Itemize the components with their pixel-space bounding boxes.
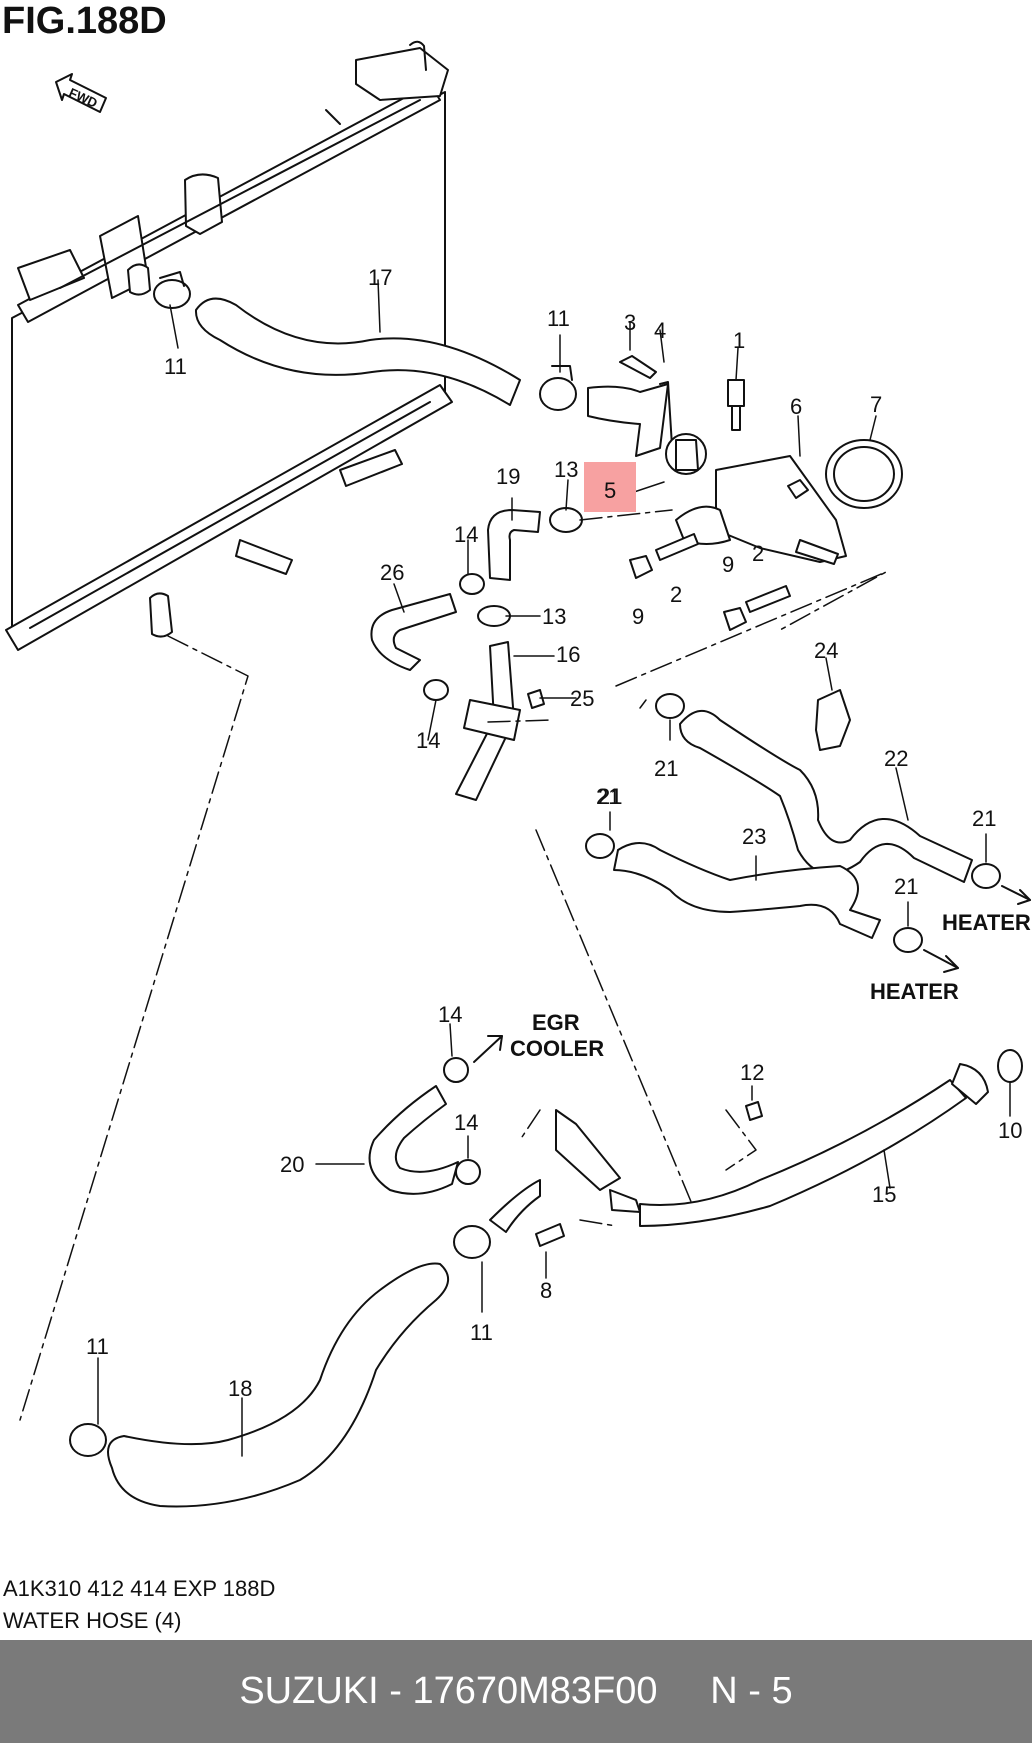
callout: 16 (556, 642, 580, 667)
thermostat-5 (665, 433, 707, 475)
clip-24 (815, 689, 851, 751)
bolt-8 (535, 1223, 565, 1247)
bolt-12 (745, 1101, 763, 1121)
clamp-11-bottom (69, 1423, 107, 1457)
callout: 21 (654, 756, 678, 781)
callout: 12 (740, 1060, 764, 1085)
egr-cooler-label: COOLER (510, 1036, 604, 1061)
callout-labels: 1 2 2 3 4 5 6 7 8 9 9 10 11 11 11 11 12 … (86, 265, 1022, 1401)
water-hose-exploded-diagram: FWD 1 2 2 3 4 5 6 7 8 9 9 10 11 11 11 11… (5, 40, 1031, 1508)
footer-part-number: SUZUKI - 17670M83F00 N - 5 (239, 1670, 793, 1712)
callout: 5 (604, 478, 616, 503)
egr-arrow-icon (473, 1035, 503, 1063)
callout: 9 (632, 604, 644, 629)
callout: 6 (790, 394, 802, 419)
callout: 20 (280, 1152, 304, 1177)
callout: 11 (164, 354, 187, 379)
callout: 14 (438, 1002, 462, 1027)
callout: 8 (540, 1278, 552, 1303)
water-outlet-4 (587, 381, 673, 457)
hose-23 (613, 842, 881, 939)
heater-label-upper: HEATER (942, 910, 1031, 935)
gasket-7 (825, 439, 903, 509)
callout: 11 (86, 1334, 109, 1359)
hose-19 (487, 509, 541, 581)
clamp-11-upper (539, 365, 577, 411)
callout: 24 (814, 638, 838, 663)
callout: 25 (570, 686, 594, 711)
hose-17 (194, 297, 521, 406)
callout: 26 (380, 560, 404, 585)
callout: 11 (547, 306, 570, 331)
fwd-label: FWD (67, 85, 100, 111)
figure-caption: WATER HOSE (4) (3, 1608, 182, 1633)
bolt-3 (619, 355, 657, 379)
clamp-14-a (459, 573, 485, 595)
callout: 9 (722, 552, 734, 577)
clamp-21-b (585, 833, 615, 859)
callout: 10 (998, 1118, 1022, 1143)
hose-26 (370, 593, 457, 671)
callout: 14 (416, 728, 440, 753)
nut-9-b (723, 607, 747, 631)
callout: 13 (554, 457, 578, 482)
clamp-14-c (443, 1057, 469, 1083)
callout: 2 (670, 582, 682, 607)
stud-2-a (655, 533, 699, 561)
heater-arrow-icon (1001, 885, 1031, 905)
temp-sensor-1 (727, 379, 745, 431)
callout: 11 (470, 1320, 493, 1345)
figure-title: FIG.188D (2, 0, 167, 42)
clamp-11-mid (453, 1225, 491, 1259)
callout: 2 (752, 541, 764, 566)
callout: 19 (496, 464, 520, 489)
hose-18 (107, 1262, 449, 1508)
nut-9-a (629, 555, 653, 579)
callout: 14 (454, 1110, 478, 1135)
heater-label-lower: HEATER (870, 979, 959, 1004)
callout: 22 (884, 746, 908, 771)
heater-arrow-lower-icon (923, 949, 959, 973)
water-inlet-housing (489, 1109, 641, 1233)
clamp-21-c (971, 863, 1001, 889)
callout: 23 (742, 824, 766, 849)
fwd-arrow-icon (55, 73, 107, 113)
clamp-14-d (455, 1159, 481, 1185)
callout: 21 (972, 806, 996, 831)
clamp-21-a (655, 693, 685, 719)
stud-2-b (745, 585, 791, 613)
clamp-21-d (893, 927, 923, 953)
pipe-16 (455, 641, 521, 801)
figure-code: A1K310 412 414 EXP 188D (3, 1576, 276, 1601)
hose-22 (679, 710, 973, 883)
callout: 1 (733, 328, 745, 353)
radiator (5, 40, 453, 651)
egr-label: EGR (532, 1010, 580, 1035)
clamp-11-top (153, 271, 191, 309)
pipe-15 (639, 1063, 989, 1227)
footer-bar: SUZUKI - 17670M83F00 N - 5 (0, 1640, 1032, 1743)
hose-20 (368, 1085, 459, 1195)
clamp-13-upper (549, 507, 583, 533)
highlight-box (584, 462, 636, 512)
o-ring-10 (997, 1049, 1023, 1083)
clamp-13-lower (477, 605, 511, 627)
callout: 13 (542, 604, 566, 629)
callout: 7 (870, 392, 882, 417)
bolt-25 (527, 689, 545, 709)
callout: 18 (228, 1376, 252, 1401)
callout: 21 (598, 784, 622, 809)
leader-lines (97, 279, 1011, 1457)
callout: 15 (872, 1182, 896, 1207)
callout: 14 (454, 522, 478, 547)
clamp-14-b (423, 679, 449, 701)
callout: 4 (654, 318, 666, 343)
callout: 17 (368, 265, 392, 290)
callout: 21 (894, 874, 918, 899)
callout: 3 (624, 310, 636, 335)
callout: 21 (596, 784, 620, 809)
assembly-lines (19, 509, 887, 1421)
thermostat-case-6 (675, 455, 847, 565)
